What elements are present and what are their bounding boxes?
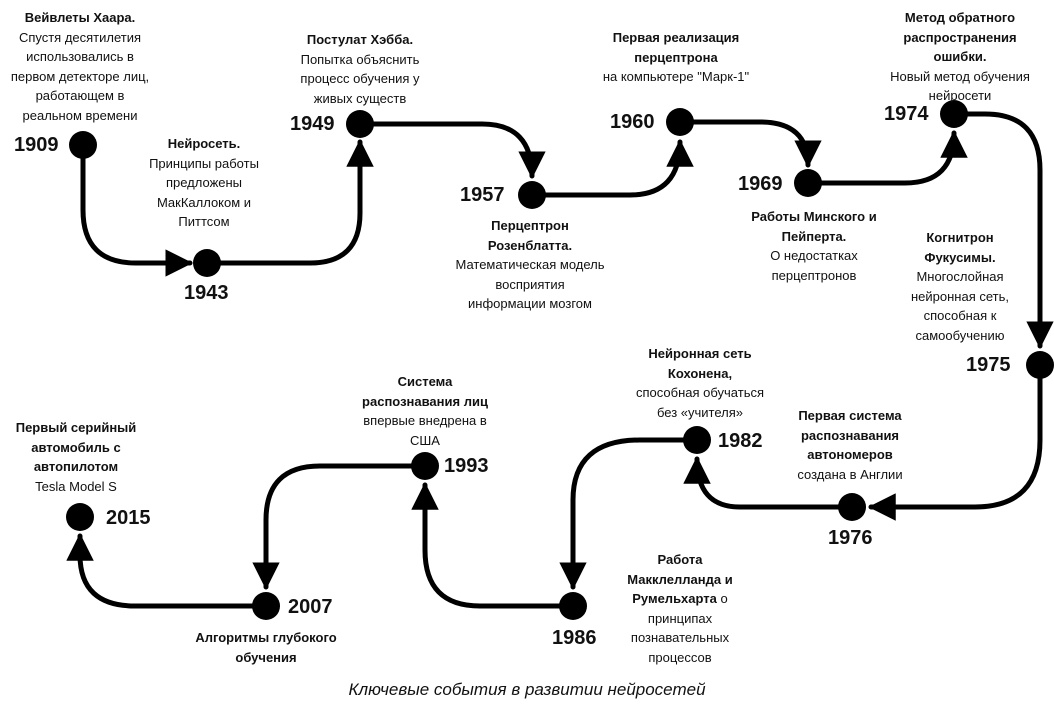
node-1993 bbox=[411, 452, 439, 480]
node-1957 bbox=[518, 181, 546, 209]
event-text: Принципы работы предложены МакКаллоком и… bbox=[149, 155, 259, 230]
arrow-1974-1975 bbox=[951, 111, 1054, 349]
event-title: Первая система распознавания автономеров bbox=[798, 408, 902, 462]
arrow-1949-1957 bbox=[357, 121, 546, 179]
event-text: О недостатках перцептронов bbox=[770, 248, 858, 283]
arrow-1986-1993 bbox=[411, 482, 576, 609]
year-label: 1957 bbox=[460, 184, 505, 206]
node-1960 bbox=[666, 108, 694, 136]
event-text: способная обучаться без «учителя» bbox=[635, 385, 765, 420]
year-label: 1974 bbox=[884, 103, 929, 125]
node-1949 bbox=[346, 110, 374, 138]
event-description: Вейвлеты Хаара. Спустя десятилетия исполь… bbox=[10, 8, 150, 125]
event-description: Перцептрон Розенблатта. Математическая мо… bbox=[455, 216, 605, 314]
event-title: Система распознавания лиц bbox=[362, 374, 488, 409]
event-title: Когнитрон Фукусимы. bbox=[924, 230, 996, 265]
event-description: Когнитрон Фукусимы. Многослойная нейронна… bbox=[895, 228, 1025, 345]
node-1975 bbox=[1026, 351, 1054, 379]
node-1976 bbox=[838, 493, 866, 521]
node-2015 bbox=[66, 503, 94, 531]
event-text: создана в Англии bbox=[797, 466, 903, 482]
event-text: впервые внедрена в США bbox=[363, 413, 487, 448]
node-1969 bbox=[794, 169, 822, 197]
event-title: Алгоритмы глубокого обучения bbox=[195, 630, 337, 665]
year-label: 2007 bbox=[288, 596, 333, 618]
event-description: Работы Минского и Пейперта. О недостатках… bbox=[739, 207, 889, 285]
event-title: Первый серийный автомобиль с автопилотом bbox=[15, 420, 137, 474]
arrow-1969-1974 bbox=[805, 130, 968, 186]
event-text: о принципах познавательных процессов bbox=[630, 591, 730, 665]
node-1974 bbox=[940, 100, 968, 128]
event-text: Попытка объяснить процесс обучения у жив… bbox=[300, 51, 420, 106]
arrow-1982-1986 bbox=[559, 437, 700, 590]
event-description: Метод обратного распространения ошибки. Н… bbox=[885, 8, 1035, 106]
year-label: 1976 bbox=[828, 527, 873, 549]
year-label: 1982 bbox=[718, 430, 763, 452]
figure-caption: Ключевые события в развитии нейросетей bbox=[348, 680, 706, 699]
year-label: 1909 bbox=[14, 134, 59, 156]
event-description: Постулат Хэбба. Попытка объяснить процесс… bbox=[285, 30, 435, 108]
node-1943 bbox=[193, 249, 221, 277]
event-title: Метод обратного распространения ошибки. bbox=[903, 10, 1017, 64]
arrow-1943-1949 bbox=[204, 139, 374, 266]
event-title: Нейросеть. bbox=[167, 136, 241, 151]
event-text: Новый метод обучения нейросети bbox=[890, 68, 1030, 104]
event-title: Перцептрон Розенблатта. bbox=[487, 218, 573, 253]
event-text: Tesla Model S bbox=[35, 478, 117, 494]
node-1982 bbox=[683, 426, 711, 454]
year-label: 1949 bbox=[290, 113, 335, 135]
year-label: 1969 bbox=[738, 173, 783, 195]
year-label: 1943 bbox=[184, 282, 229, 304]
year-label: 2015 bbox=[106, 507, 151, 529]
event-text: Многослойная нейронная сеть, способная к… bbox=[910, 269, 1009, 343]
arrow-2007-2015 bbox=[66, 533, 269, 609]
node-2007 bbox=[252, 592, 280, 620]
year-label: 1975 bbox=[966, 354, 1011, 376]
event-text: на компьютере "Марк-1" bbox=[602, 69, 750, 84]
event-title: Постулат Хэбба. bbox=[306, 32, 414, 47]
node-1986 bbox=[559, 592, 587, 620]
event-description: Нейросеть. Принципы работы предложены Мак… bbox=[139, 134, 269, 232]
event-description: Работа Макклелланда и Румельхарта о прин… bbox=[618, 550, 743, 667]
year-label: 1960 bbox=[610, 111, 655, 133]
arrow-1957-1960 bbox=[529, 139, 694, 198]
arrow-1993-2007 bbox=[252, 463, 428, 590]
event-title: Работа Макклелланда и Румельхарта bbox=[627, 552, 733, 606]
event-title: Нейронная сеть Кохонена, bbox=[648, 346, 752, 381]
event-text: Математическая модель восприятия информа… bbox=[455, 257, 605, 311]
event-title: Первая реализация перцептрона bbox=[612, 30, 740, 65]
year-label: 1993 bbox=[444, 455, 489, 477]
event-description: Система распознавания лиц впервые внедрен… bbox=[350, 372, 500, 450]
event-title: Работы Минского и Пейперта. bbox=[751, 209, 877, 244]
event-description: Первая система распознавания автономеров… bbox=[780, 406, 920, 484]
arrow-1960-1969 bbox=[677, 119, 822, 168]
event-text: Спустя десятилетия использовались в перв… bbox=[10, 29, 150, 123]
event-description: Алгоритмы глубокого обучения bbox=[191, 628, 341, 667]
year-label: 1986 bbox=[552, 627, 597, 649]
arrow-1975-1976 bbox=[868, 362, 1043, 521]
event-description: Нейронная сеть Кохонена, способная обучат… bbox=[625, 344, 775, 422]
event-description: Первый серийный автомобиль с автопилотом… bbox=[6, 418, 146, 496]
event-description: Первая реализация перцептрона на компьюте… bbox=[601, 28, 751, 87]
event-title: Вейвлеты Хаара. bbox=[24, 10, 136, 25]
node-1909 bbox=[69, 131, 97, 159]
arrow-1909-1943 bbox=[80, 142, 193, 277]
arrow-1976-1982 bbox=[683, 456, 855, 510]
